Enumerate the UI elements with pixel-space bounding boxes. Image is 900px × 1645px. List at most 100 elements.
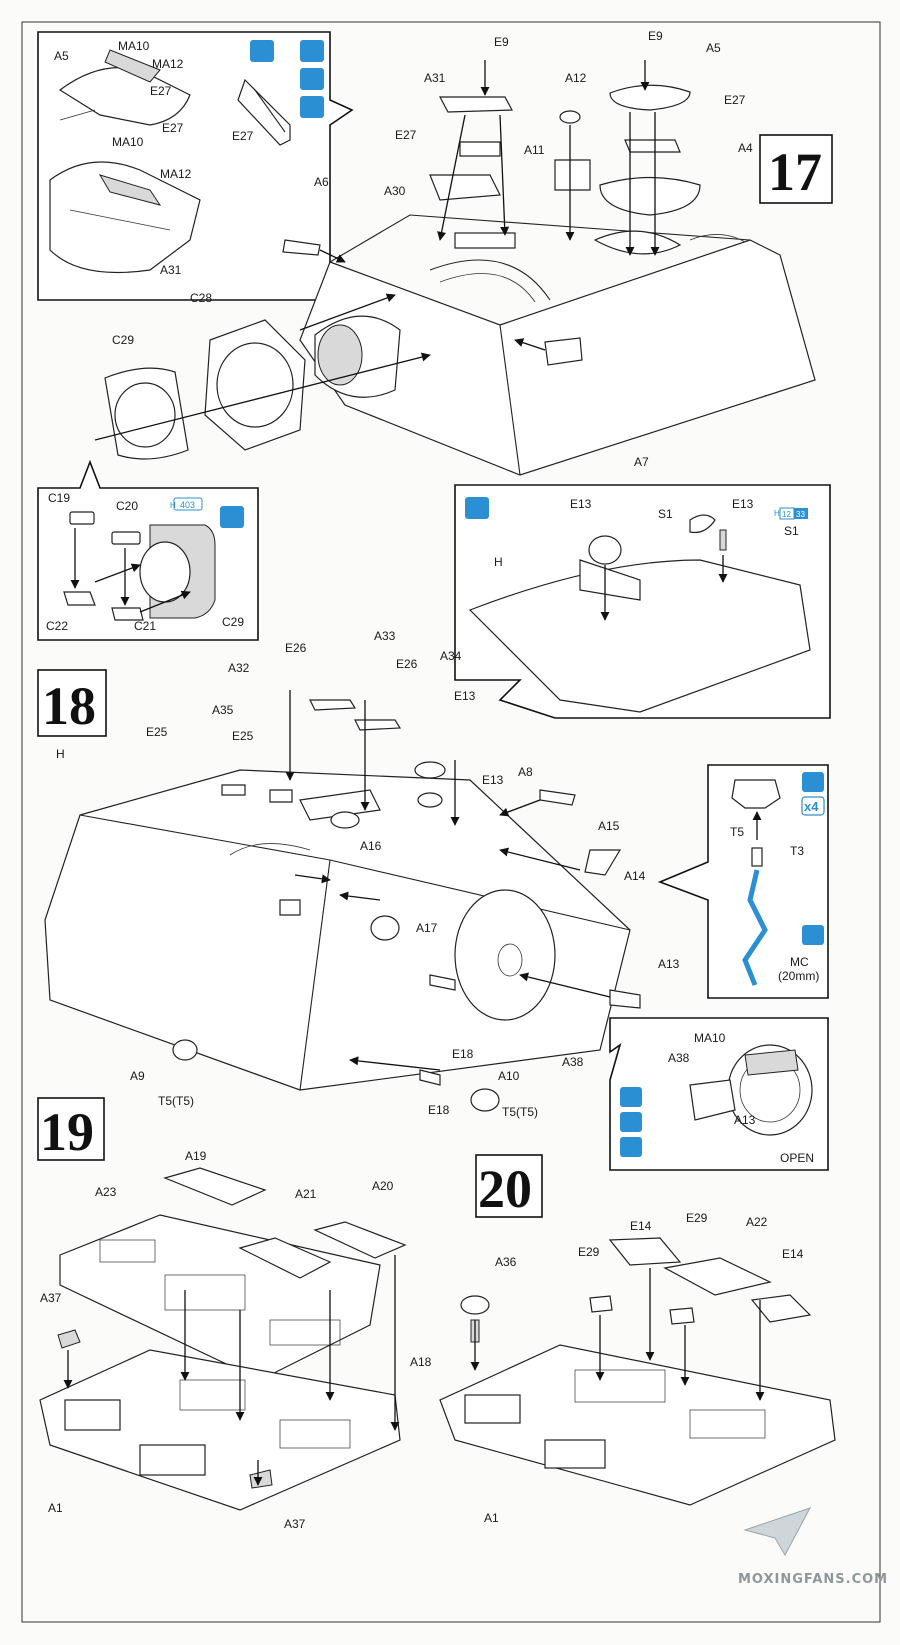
label: A30 [384,184,406,198]
label: A35 [212,703,234,717]
multiplier-badge [801,796,825,816]
label: A22 [746,1215,768,1229]
label: A37 [284,1517,306,1531]
watermark: MOXINGFANS.COM [738,1507,888,1587]
label: A12 [565,71,587,85]
label: A37 [40,1291,62,1305]
watermark-text: MOXINGFANS.COM [738,1572,888,1587]
badge-prefix: H [170,501,176,510]
label: E27 [232,129,254,143]
label: T5(T5) [158,1094,194,1108]
glue-icon [300,40,324,62]
glue-icon [465,497,489,519]
label: A21 [295,1187,317,1201]
label: A14 [624,869,646,883]
label: C20 [116,499,138,513]
label: E14 [630,1219,652,1233]
label: A36 [495,1255,517,1269]
label: C21 [134,619,156,633]
step17-hull: E9 A31 E27 A30 A6 A12 A11 E9 A5 E27 A4 C… [94,29,816,476]
label: S1 [658,507,673,521]
label: A1 [48,1501,63,1515]
step-number-box [37,1097,105,1161]
label: C29 [222,615,244,629]
label: E27 [724,93,746,107]
label: MA12 [160,167,192,181]
label: A38 [562,1055,584,1069]
cement-icon [802,925,824,945]
label: OPEN [780,1151,814,1165]
label: A34 [440,649,462,663]
label: E9 [648,29,663,43]
label: E18 [428,1103,450,1117]
label: E9 [494,35,509,49]
label: E29 [578,1245,600,1259]
cement-icon [300,96,324,118]
label: MA12 [152,57,184,71]
label: C28 [190,291,212,305]
step17-inset-commander: H 12 33 E13 S1 E13 S1 H [454,484,831,719]
step19-engine-deck: A19 A23 A21 A20 A37 A1 A37 [39,1149,407,1531]
step-number-box [475,1154,543,1218]
multiplier: x4 [804,799,819,814]
label: E13 [482,773,504,787]
label: A32 [228,661,250,675]
label: A33 [374,629,396,643]
label: A23 [95,1185,117,1199]
badge-text: 403 [180,500,195,510]
label: E13 [570,497,592,511]
label: A11 [524,143,545,157]
label: MC [790,955,809,969]
label: A6 [314,175,329,189]
step-18-section: 18 [37,629,829,1171]
paint-icon [250,40,274,62]
assembly-icon [620,1137,642,1157]
label: MA10 [118,39,150,53]
badge-prefix: H [774,509,780,518]
label: C22 [46,619,68,633]
label: A5 [54,49,69,63]
label: A9 [130,1069,145,1083]
label: E25 [146,725,168,739]
badge-box [794,508,808,519]
label: E18 [452,1047,474,1061]
step-20-section: 20 E14 E29 A22 E29 E14 A36 A18 [410,1154,836,1525]
step18-inset-tow-chain: x4 T5 T3 MC (20mm) [657,764,829,999]
label: E29 [686,1211,708,1225]
step18-hull: E26 A33 A32 E26 A34 A35 E25 E25 E13 E13 … [44,629,680,1119]
label: E25 [232,729,254,743]
step18-inset-open-hatch: MA10 A38 A13 OPEN [609,1017,829,1171]
label: E14 [782,1247,804,1261]
label: S1 [784,524,799,538]
label: E27 [162,121,184,135]
label: A19 [185,1149,207,1163]
label: A4 [738,141,753,155]
label: (20mm) [778,969,819,983]
label: MA10 [112,135,144,149]
label: A5 [706,41,721,55]
label: C19 [48,491,70,505]
label: H [494,555,503,569]
label: T5(T5) [502,1105,538,1119]
label: T3 [790,844,804,858]
step-number-box [759,134,833,204]
label: E27 [395,128,417,142]
cement-icon [620,1087,642,1107]
label: E26 [396,657,418,671]
label: E13 [454,689,476,703]
step-number-box [37,669,107,737]
glue-icon [802,772,824,792]
step-number: 17 [768,142,822,202]
label: A38 [668,1051,690,1065]
label: T5 [730,825,744,839]
label: E26 [285,641,307,655]
part-number-badge [173,497,203,511]
label: MA10 [694,1031,726,1045]
step20-engine-deck: E14 E29 A22 E29 E14 A36 A18 A1 [410,1211,836,1525]
assembly-icon [300,68,324,90]
label: A15 [598,819,620,833]
label: A13 [734,1113,756,1127]
label: C29 [112,333,134,347]
